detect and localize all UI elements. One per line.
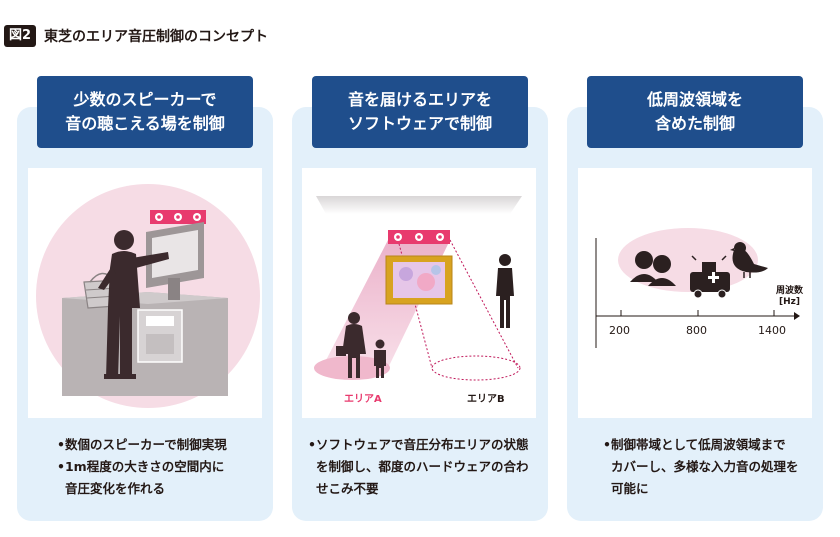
panel-3-bullets: •制御帯域として低周波領域まで カバーし、多様な入力音の処理を 可能に (603, 434, 799, 500)
frequency-axis-illustration (595, 228, 800, 348)
panel-2-heading-line-1: 音を届けるエリアを (347, 90, 492, 109)
area-b-ellipse (431, 355, 521, 381)
panel-3-heading-line-2: 含めた制御 (654, 114, 735, 133)
ambulance-icon (690, 255, 730, 299)
axis-tick-200: 200 (609, 324, 630, 337)
panel-1-heading: 少数のスピーカーで 音の聴こえる場を制御 (39, 78, 251, 146)
figure-badge: 図2 (4, 25, 37, 47)
panel-1-bullets: •数個のスピーカーで制御実現 •1m程度の大きさの空間内に 音圧変化を作れる (57, 434, 227, 500)
panel-2-illustration: エリアA エリアB (302, 168, 536, 418)
panel-2-heading-line-2: ソフトウェアで制御 (347, 114, 492, 133)
figure-title: 東芝のエリア音圧制御のコンセプト (44, 29, 269, 45)
people-voices-icon (630, 251, 676, 286)
panel-1-illustration (28, 168, 262, 418)
panel-3-bullet-2: カバーし、多様な入力音の処理を (611, 459, 799, 474)
axis-label-line-2: [Hz] (779, 297, 800, 307)
panel-3-bullet-1: •制御帯域として低周波領域まで (603, 437, 786, 452)
panel-1-heading-line-2: 音の聴こえる場を制御 (65, 114, 225, 133)
gallery-illustration (314, 196, 522, 381)
frequency-axis (595, 238, 800, 348)
axis-label-line-1: 周波数 (776, 286, 804, 296)
panel-3-heading-line-1: 低周波領域を (646, 90, 743, 109)
panel-1-bullet-1: •数個のスピーカーで制御実現 (57, 437, 227, 452)
area-b-label: エリアB (467, 394, 505, 405)
panel-2-bullet-1: •ソフトウェアで音圧分布エリアの状態 (308, 437, 529, 452)
checkout-counter-icon (62, 222, 228, 396)
pigeon-icon (730, 242, 768, 278)
painting-frame-icon (385, 255, 453, 305)
shopper-person-icon (98, 230, 169, 379)
kiosk-illustration (36, 184, 260, 408)
panel-2-bullets: •ソフトウェアで音圧分布エリアの状態 を制御し、都度のハードウェアの合わ せこみ… (308, 434, 529, 500)
panel-1-bullet-2: •1m程度の大きさの空間内に (57, 459, 225, 474)
axis-tick-800: 800 (686, 324, 707, 337)
speaker-array-icon (150, 210, 206, 224)
axis-tick-1400: 1400 (758, 324, 786, 337)
panel-2-bullet-3: せこみ不要 (316, 481, 379, 496)
panel-3-bullet-3: 可能に (611, 481, 649, 496)
mother-child-icon (336, 312, 386, 378)
area-a-label: エリアA (344, 394, 382, 405)
panel-2-bullet-2: を制御し、都度のハードウェアの合わ (316, 459, 529, 474)
panel-1-bullet-3: 音圧変化を作れる (65, 481, 166, 496)
figure-header: 図2 東芝のエリア音圧制御のコンセプト (4, 24, 268, 48)
panel-3-illustration: 200 800 1400 周波数 [Hz] (578, 168, 812, 418)
speaker-array-icon (388, 230, 450, 244)
panel-3-heading: 低周波領域を 含めた制御 (589, 78, 801, 146)
panel-1-heading-line-1: 少数のスピーカーで (73, 90, 217, 109)
axis-label: 周波数 [Hz] (776, 286, 803, 308)
lone-person-icon (496, 254, 514, 328)
panel-2-heading: 音を届けるエリアを ソフトウェアで制御 (314, 78, 526, 146)
ceiling-shape (316, 196, 522, 214)
